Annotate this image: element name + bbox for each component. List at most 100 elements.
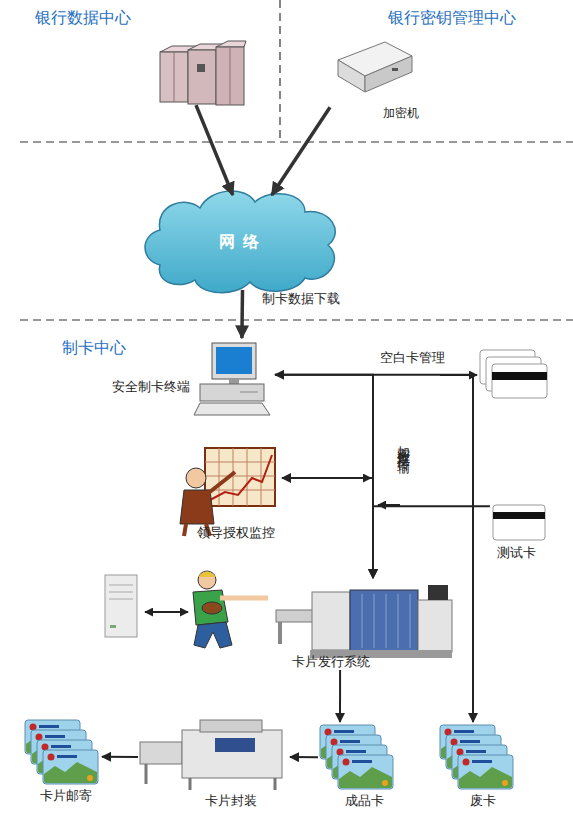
computer-terminal [240, 392, 258, 393]
node-label: 成品卡 [345, 793, 384, 809]
link-arrow [145, 611, 188, 613]
zone-divider [20, 319, 573, 320]
connector-arrow [275, 375, 473, 722]
packaging-machine-shape [189, 778, 192, 790]
packaging-machine-shape [145, 764, 148, 784]
node-label: 废卡 [470, 793, 496, 809]
encryption-device [338, 60, 365, 92]
card-issuing-machine [350, 590, 418, 652]
leader-monitor-figure [205, 448, 275, 506]
card-issuing-machine [410, 594, 411, 648]
leader-monitor-figure [180, 448, 275, 536]
node-label: 银行数据中心 [35, 8, 131, 27]
operator-figure [220, 596, 268, 601]
node-label: 网络 [145, 232, 340, 251]
connector-arrow [290, 756, 318, 758]
card-issuing-machine [276, 585, 452, 658]
bank-card-stack [338, 755, 393, 789]
test-card [493, 505, 545, 540]
server-rack [230, 47, 231, 105]
bank-card-stack [43, 750, 98, 784]
connector-arrow [282, 478, 373, 578]
leader-monitor-figure [205, 462, 275, 463]
leader-monitor-figure [233, 448, 234, 506]
packaging-machine: 卡片封装 [138, 715, 290, 813]
connector-arrow [339, 670, 341, 722]
card-issuing-machine [428, 585, 448, 600]
leader-monitor-figure [219, 448, 220, 506]
server-rack [188, 50, 216, 104]
computer-terminal [194, 403, 270, 415]
server-tower [105, 575, 137, 637]
node-label: 卡片发行系统 [292, 654, 370, 670]
zone-divider [20, 0, 573, 320]
card-issuing-machine [278, 622, 282, 644]
leader-monitor-figure [186, 468, 206, 488]
blank-cards [492, 372, 547, 380]
node-label: 测试卡 [497, 545, 536, 561]
packaging-machine-shape [182, 730, 282, 778]
zone-band: 银行数据中心 [0, 0, 280, 142]
zone-divider [20, 141, 573, 142]
test-card [493, 505, 545, 540]
operator-figure [193, 571, 268, 648]
zone-band: 银行密钥管理中心加密机 [280, 0, 573, 142]
encryption-device [338, 42, 412, 92]
leader-monitor-figure [210, 455, 272, 500]
card-issuing-machine [312, 592, 350, 650]
packaging-machine-shape [200, 720, 262, 732]
packaging-machine-shape [140, 742, 182, 764]
server-rack [174, 52, 175, 102]
leader-monitor-figure [247, 448, 248, 506]
leader-monitor-figure [261, 448, 262, 506]
card-stack: 废卡 [438, 722, 518, 810]
server-rack [160, 52, 188, 102]
computer-terminal [216, 347, 252, 374]
connector-arrow [373, 506, 490, 578]
connector-arrow [240, 290, 244, 338]
computer-terminal [212, 343, 256, 379]
encryption-device [392, 68, 398, 71]
server-tower [110, 625, 116, 628]
bank-card-stack [25, 720, 513, 789]
card-issuing-machine [398, 594, 399, 648]
computer-terminal [229, 379, 239, 384]
server-rack [197, 64, 205, 72]
leader-monitor-figure [206, 472, 235, 495]
blank-cards [480, 350, 547, 398]
packaging-machine-shape [215, 738, 255, 752]
operator-figure [193, 590, 228, 625]
server-rack [160, 41, 246, 105]
device-node: 加密机 [330, 35, 430, 120]
operator-figure [198, 572, 216, 578]
connector-arrow [102, 756, 138, 758]
operator-figure [202, 602, 222, 614]
test-card [493, 512, 545, 519]
server-tower [109, 599, 133, 600]
card-stack: 卡片邮寄 [20, 718, 102, 808]
node-label: 领导授权监控 [197, 525, 275, 541]
card-issuing-machine [374, 594, 375, 648]
link-arrow [378, 504, 400, 506]
connector-arrow [275, 375, 373, 578]
node-label: 银行密钥管理中心 [388, 8, 516, 27]
node-label: 加密机 [383, 106, 419, 120]
monitor-node: 领导授权监控 [170, 443, 282, 543]
leader-monitor-figure [184, 524, 186, 536]
server-rack [216, 41, 246, 47]
node-label: 安全制卡终端 [112, 379, 190, 395]
zone-divider [279, 0, 280, 142]
link-arrow [440, 374, 477, 376]
packaging-machine-shape [140, 720, 282, 790]
terminal-node: 安全制卡终端 [108, 338, 275, 418]
edge-label: 加密数据传输 [396, 435, 412, 453]
connector-arrow [272, 107, 330, 195]
annotation: 空白卡管理 [380, 350, 445, 366]
zone-band: 制卡中心安全制卡终端领导授权监控卡片发行系统测试卡成品卡卡片封装卡片邮寄废卡 [0, 320, 573, 821]
network-cloud: 网络 [145, 190, 340, 290]
encryption-device [365, 56, 412, 92]
server-tower [109, 592, 133, 593]
